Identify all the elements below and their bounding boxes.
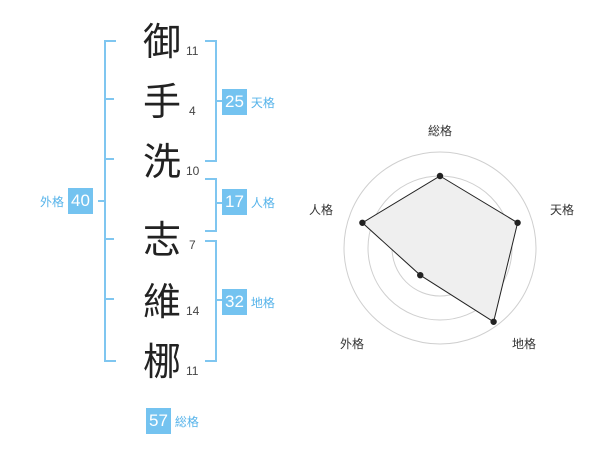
gaikaku-tick-3	[106, 238, 114, 240]
tenkaku-bracket	[205, 40, 217, 162]
soukaku-value: 57	[146, 408, 171, 434]
chikaku-badge: 32 地格	[222, 289, 275, 315]
chikaku-pointer	[217, 299, 223, 301]
name-char-4: 志	[142, 218, 181, 262]
chikaku-label: 地格	[250, 295, 275, 310]
gaikaku-tick-4	[106, 298, 114, 300]
stroke-count-3: 10	[186, 164, 200, 178]
jinkaku-pointer	[217, 202, 223, 204]
gaikaku-value: 40	[68, 188, 93, 214]
radar-label-soukaku: 総格	[428, 124, 453, 138]
jinkaku-badge: 17 人格	[222, 189, 275, 215]
chikaku-value: 32	[222, 289, 247, 315]
radar-point-4	[417, 271, 424, 279]
radar-polygon	[361, 175, 519, 323]
tenkaku-pointer	[217, 100, 223, 102]
stroke-count-2: 4	[189, 104, 196, 118]
radar-point-1	[436, 172, 444, 180]
name-char-1: 御	[142, 20, 181, 64]
name-char-5: 維	[142, 280, 181, 324]
name-char-6: 梛	[142, 340, 181, 384]
jinkaku-value: 17	[222, 189, 247, 215]
stroke-count-5: 14	[186, 304, 200, 318]
soukaku-badge: 57 総格	[146, 408, 199, 434]
radar-label-gaikaku: 外格	[340, 337, 365, 351]
tenkaku-label: 天格	[250, 95, 275, 110]
gaikaku-tick-2	[106, 158, 114, 160]
radar-label-chikaku: 地格	[512, 337, 537, 351]
name-char-3: 洗	[142, 140, 181, 184]
name-char-2: 手	[142, 80, 181, 124]
gaikaku-tick-1	[106, 98, 114, 100]
gaikaku-pointer	[98, 200, 106, 202]
radar-ring-4	[343, 151, 537, 345]
soukaku-label: 総格	[174, 414, 199, 429]
stroke-count-6: 11	[186, 364, 199, 378]
jinkaku-label: 人格	[250, 195, 275, 210]
stroke-count-4: 7	[189, 238, 196, 252]
radar-point-2	[514, 219, 521, 226]
gaikaku-badge: 40 外格	[40, 188, 93, 214]
chikaku-bracket	[205, 240, 217, 362]
stroke-count-1: 11	[186, 44, 199, 58]
tenkaku-value: 25	[222, 89, 247, 115]
gaikaku-label: 外格	[40, 194, 65, 209]
radar-label-tenkaku: 天格	[550, 203, 575, 217]
radar-point-3	[490, 318, 497, 325]
jinkaku-bracket	[205, 178, 217, 232]
radar-label-jinkaku: 人格	[309, 203, 334, 217]
tenkaku-badge: 25 天格	[222, 89, 275, 115]
radar-point-5	[359, 219, 366, 226]
